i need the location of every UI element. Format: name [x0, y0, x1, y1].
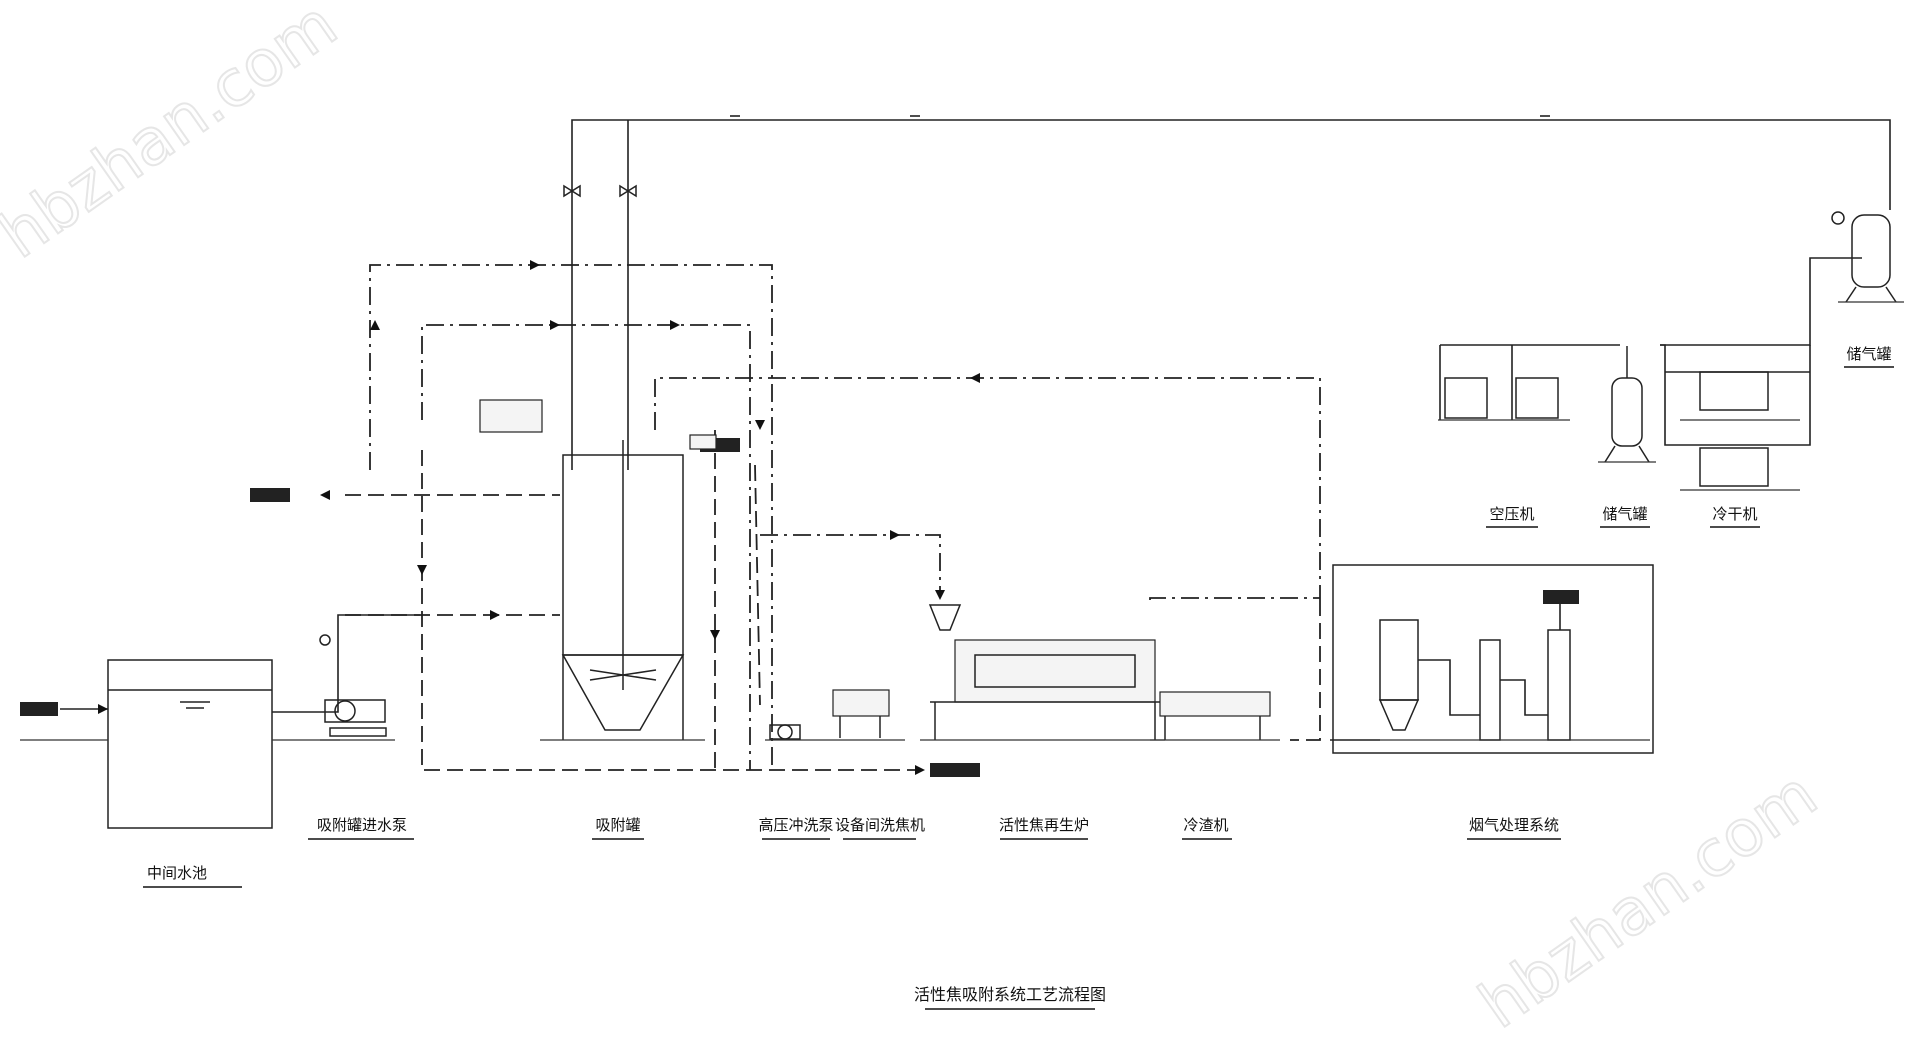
diagram-title: 活性焦吸附系统工艺流程图 [914, 985, 1106, 1004]
watermark-top-left: hbzhan.com [0, 0, 350, 273]
label-slag-cooler: 冷渣机 [1183, 816, 1228, 834]
label-flue-gas: 烟气处理系统 [1469, 816, 1559, 834]
adsorption-tank [479, 399, 717, 741]
backwash-lines [320, 260, 1321, 775]
label-coke-washer: 设备间洗焦机 [835, 816, 925, 834]
label-dryer: 冷干机 [1712, 505, 1757, 523]
label-regen-furnace: 活性焦再生炉 [999, 816, 1089, 834]
watermark-bottom-right: hbzhan.com [1467, 758, 1831, 1044]
label-hp-pump: 高压冲洗泵 [758, 816, 833, 834]
hp-pump-and-coke-washer [765, 689, 905, 741]
label-gas-tank-small: 储气罐 [1602, 505, 1647, 523]
equipment-labels: 中间水池 吸附罐进水泵 吸附罐 高压冲洗泵 设备间洗焦机 活性焦再生炉 冷渣机 … [143, 345, 1894, 1010]
intermediate-pool [20, 659, 340, 829]
label-adsorption-tank: 吸附罐 [595, 816, 640, 834]
label-gas-tank-top: 储气罐 [1846, 345, 1891, 363]
regeneration-furnace [920, 604, 1165, 741]
slag-cooler [1150, 691, 1280, 741]
air-compressor-system [1438, 211, 1904, 491]
inlet-pump [272, 614, 420, 741]
compressed-air-main-line [563, 115, 1891, 470]
label-inlet-pump: 吸附罐进水泵 [317, 816, 407, 834]
flue-gas-system [1330, 564, 1654, 754]
label-intermediate-pool: 中间水池 [147, 864, 207, 882]
label-air-compressor: 空压机 [1489, 505, 1534, 523]
